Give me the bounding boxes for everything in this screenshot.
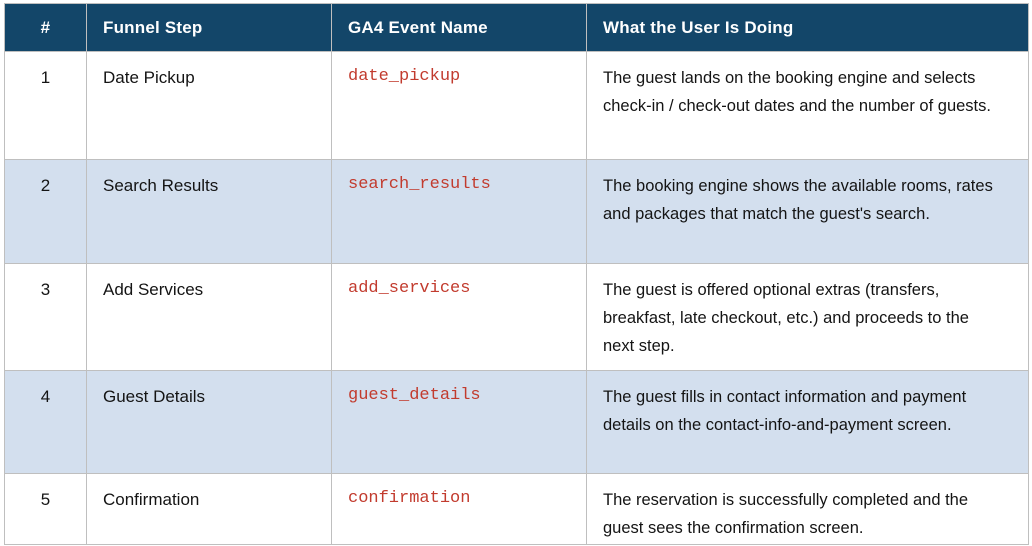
cell-funnel-step: Search Results — [86, 159, 332, 264]
cell-ga4-event-name: search_results — [331, 159, 587, 264]
cell-user-activity: The reservation is successfully complete… — [586, 473, 1029, 545]
cell-user-activity: The guest fills in contact information a… — [586, 370, 1029, 474]
table-row-search-results: 2 Search Results search_results The book… — [4, 159, 1029, 264]
cell-row-number: 2 — [4, 159, 87, 264]
cell-row-number: 1 — [4, 51, 87, 160]
cell-ga4-event-name: date_pickup — [331, 51, 587, 160]
cell-ga4-event-name: guest_details — [331, 370, 587, 474]
cell-user-activity: The booking engine shows the available r… — [586, 159, 1029, 264]
cell-user-activity: The guest lands on the booking engine an… — [586, 51, 1029, 160]
table-row-date-pickup: 1 Date Pickup date_pickup The guest land… — [4, 51, 1029, 160]
cell-row-number: 4 — [4, 370, 87, 474]
cell-funnel-step: Guest Details — [86, 370, 332, 474]
cell-funnel-step: Date Pickup — [86, 51, 332, 160]
table-row-confirmation: 5 Confirmation confirmation The reservat… — [4, 473, 1029, 545]
cell-ga4-event-name: confirmation — [331, 473, 587, 545]
table-header-row: # Funnel Step GA4 Event Name What the Us… — [4, 3, 1029, 52]
col-header-ga4-event-name: GA4 Event Name — [331, 3, 587, 52]
cell-user-activity: The guest is offered optional extras (tr… — [586, 263, 1029, 371]
cell-funnel-step: Confirmation — [86, 473, 332, 545]
col-header-number: # — [4, 3, 87, 52]
table-row-add-services: 3 Add Services add_services The guest is… — [4, 263, 1029, 371]
booking-funnel-table: # Funnel Step GA4 Event Name What the Us… — [4, 3, 1029, 545]
cell-funnel-step: Add Services — [86, 263, 332, 371]
col-header-user-activity: What the User Is Doing — [586, 3, 1029, 52]
table-row-guest-details: 4 Guest Details guest_details The guest … — [4, 370, 1029, 474]
cell-row-number: 5 — [4, 473, 87, 545]
cell-ga4-event-name: add_services — [331, 263, 587, 371]
cell-row-number: 3 — [4, 263, 87, 371]
col-header-funnel-step: Funnel Step — [86, 3, 332, 52]
